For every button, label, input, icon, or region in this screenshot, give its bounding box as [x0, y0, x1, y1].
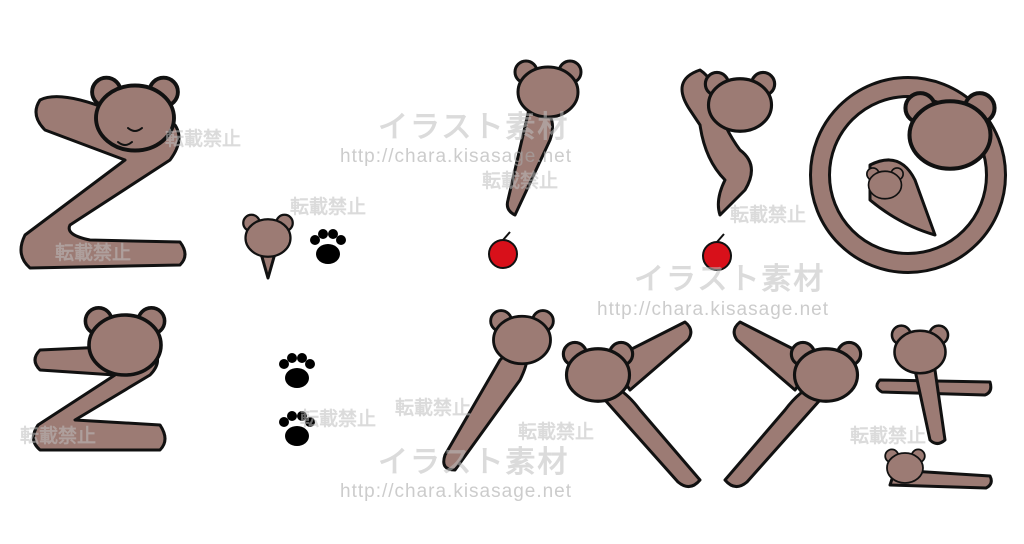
bear-less-than	[561, 320, 702, 488]
bear-exclamation	[505, 59, 583, 217]
paw-icon	[279, 353, 315, 388]
cherry-icon	[702, 233, 732, 271]
cherry-icon	[488, 231, 518, 269]
bear-at-sign	[809, 76, 1007, 274]
paw-prints	[279, 229, 346, 446]
bear-plus	[875, 324, 993, 445]
paw-icon	[310, 229, 346, 264]
bear-faces	[117, 127, 143, 146]
bear-letter-z-large	[19, 75, 187, 270]
bear-question	[680, 68, 777, 217]
bear-lying	[884, 448, 993, 490]
bear-slash	[442, 309, 555, 472]
small-bear	[242, 213, 294, 280]
bear-letter-z-small	[32, 305, 167, 452]
paw-icon	[279, 411, 315, 446]
bear-greater-than	[723, 320, 863, 488]
